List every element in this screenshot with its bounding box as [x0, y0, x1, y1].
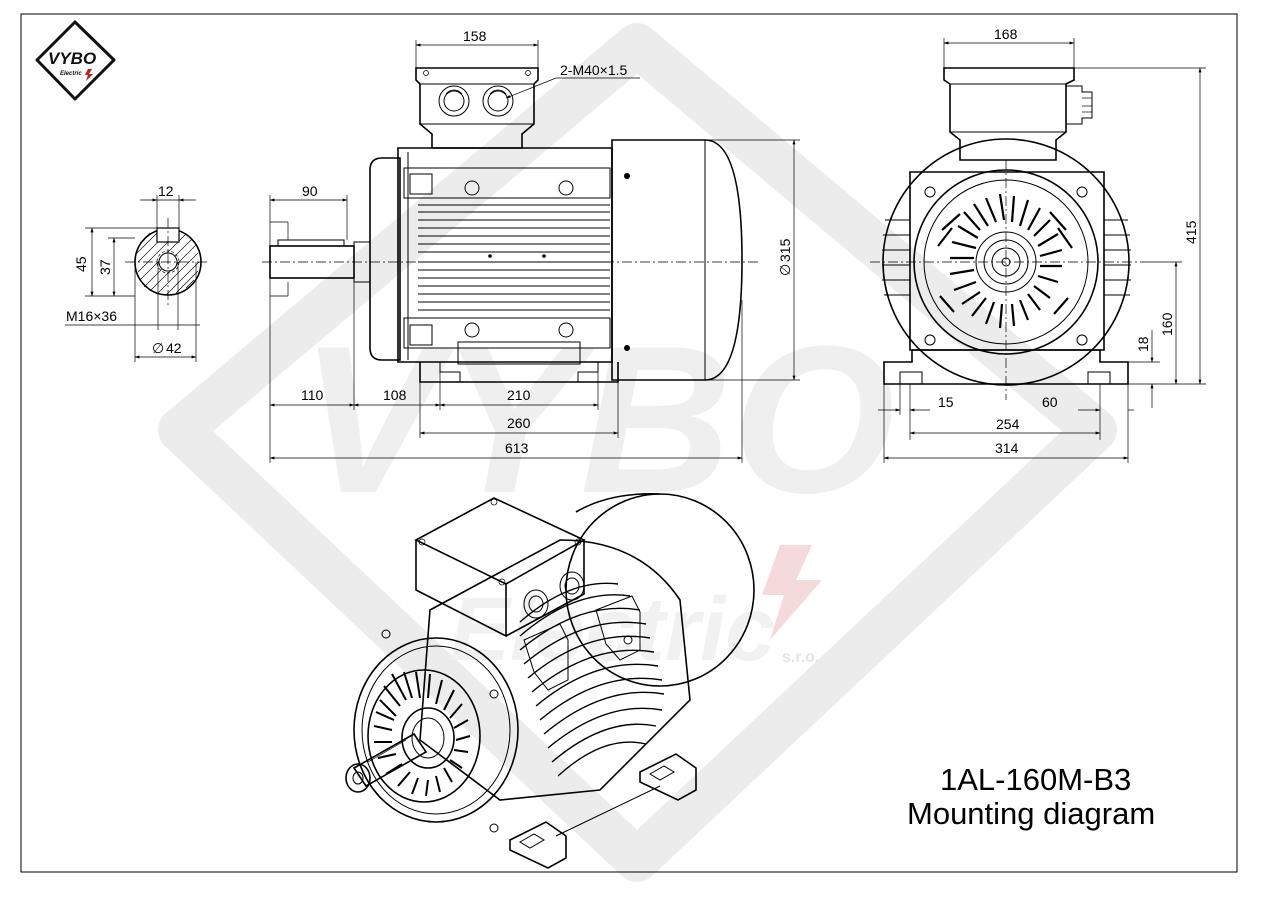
dim-45: 45	[73, 256, 89, 272]
dim-314: 314	[995, 440, 1019, 456]
dim-12: 12	[158, 183, 174, 199]
dim-42: 42	[166, 340, 182, 356]
watermark-suffix: s.r.o.	[782, 649, 819, 666]
watermark-text: VYBO	[300, 302, 895, 537]
dim-42-symbol: ∅	[152, 340, 164, 356]
isometric-motor-view	[345, 493, 755, 869]
dim-210: 210	[507, 387, 531, 403]
dim-thread: M16×36	[66, 308, 117, 324]
title-block: 1AL-160M-B3 Mounting diagram	[907, 762, 1155, 831]
dim-260: 260	[507, 415, 531, 431]
dim-cable-gland: 2-M40×1.5	[560, 62, 628, 78]
drawing-frame	[20, 13, 1238, 873]
dim-613: 613	[505, 440, 529, 456]
logo-sub: Electric	[60, 71, 82, 77]
dim-415: 415	[1183, 220, 1199, 244]
dim-315-symbol: ∅	[777, 264, 793, 276]
dim-315: 315	[777, 238, 793, 262]
dim-160: 160	[1159, 312, 1175, 336]
shaft-section-view: 12 45 37 M16×36 ∅ 42	[65, 183, 210, 362]
diagram-caption: Mounting diagram	[907, 796, 1155, 831]
dim-15: 15	[938, 394, 954, 410]
dim-110: 110	[301, 387, 324, 403]
dim-158: 158	[463, 28, 487, 44]
logo-text: VYBO	[48, 49, 96, 68]
side-view: 158 2-M40×1.5 90 ∅ 315 110 108 2	[262, 28, 800, 463]
dim-60: 60	[1042, 394, 1058, 410]
watermark: VYBO Electric s.r.o.	[158, 23, 1117, 882]
dim-18: 18	[1135, 336, 1151, 352]
dim-254: 254	[996, 416, 1020, 432]
logo: VYBO Electric	[35, 20, 116, 101]
dim-168: 168	[994, 26, 1018, 42]
dim-37: 37	[97, 259, 113, 275]
dim-108: 108	[383, 387, 407, 403]
dim-90: 90	[302, 183, 318, 199]
end-view: 168 415 160 18 15 60 254 314	[870, 26, 1206, 463]
model-title: 1AL-160M-B3	[940, 762, 1131, 797]
